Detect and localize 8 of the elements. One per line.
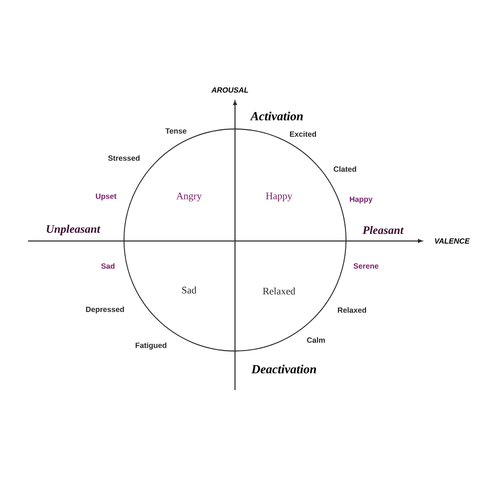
pole-label: Pleasant [362, 226, 404, 234]
pole-label: Unpleasant [46, 224, 100, 236]
pole-label: Deactivation [251, 364, 316, 374]
emotion-label: Sad [182, 286, 196, 294]
pole-label: Activation [250, 112, 303, 120]
emotion-label: Angry [176, 192, 202, 202]
emotion-label: Relaxed [262, 287, 296, 295]
emotion-label: Happy [266, 192, 292, 202]
